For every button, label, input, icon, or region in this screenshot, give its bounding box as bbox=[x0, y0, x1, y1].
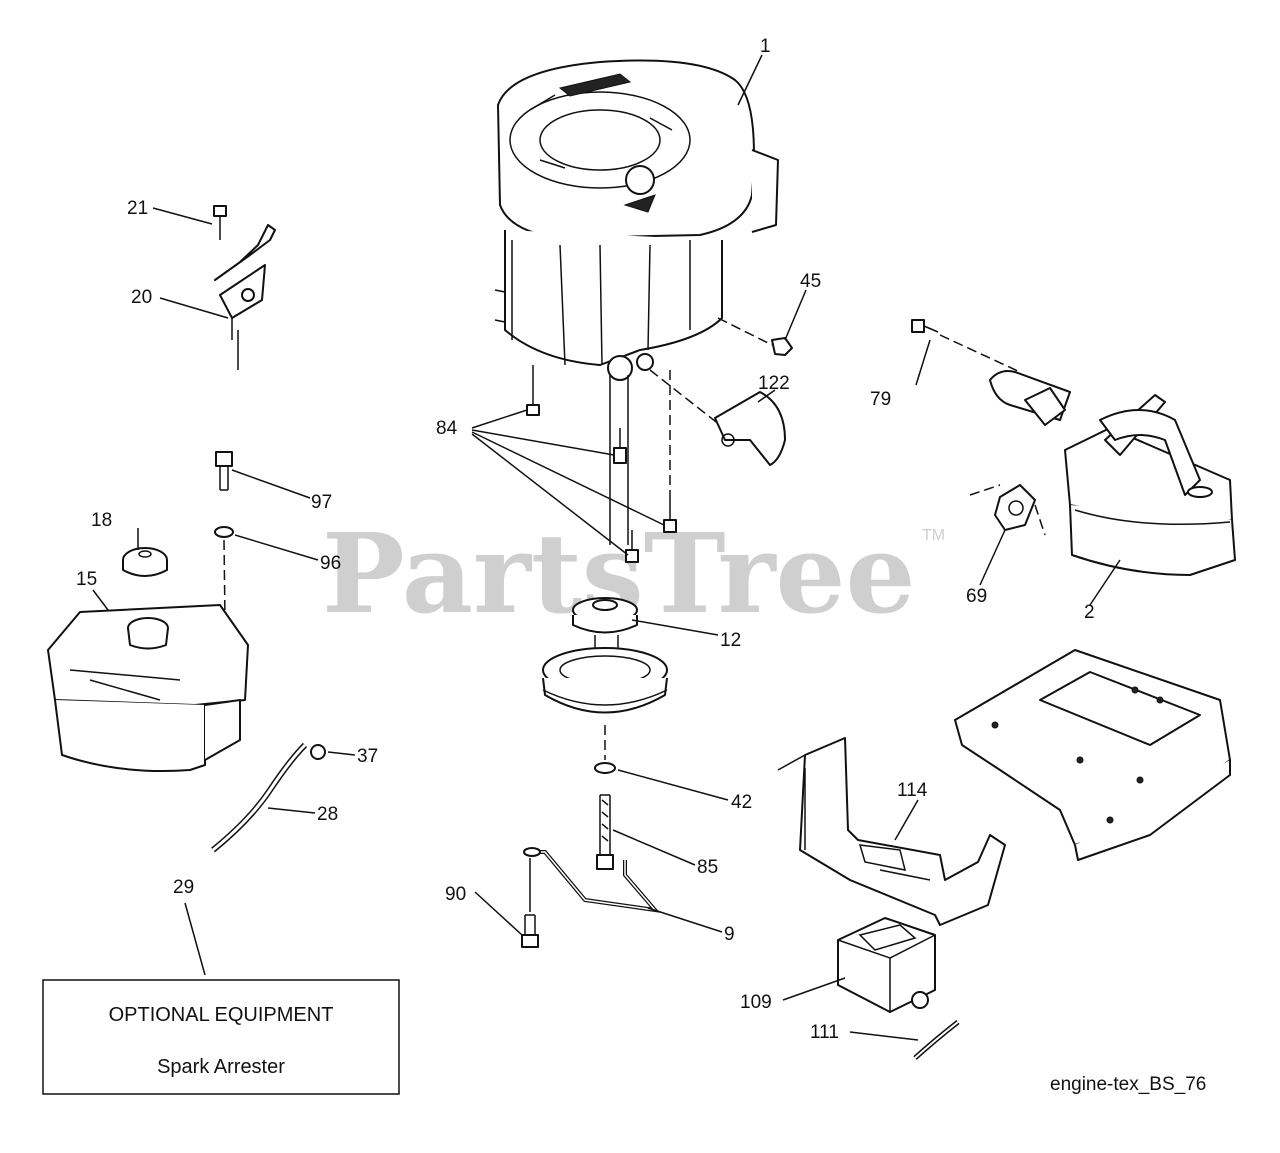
gasket bbox=[969, 484, 1046, 536]
label-20: 20 bbox=[131, 287, 152, 308]
label-122: 122 bbox=[758, 373, 790, 394]
optional-equipment-title: OPTIONAL EQUIPMENT bbox=[109, 1004, 334, 1026]
label-28: 28 bbox=[317, 804, 338, 825]
label-111: 111 bbox=[810, 1022, 839, 1043]
label-69: 69 bbox=[966, 586, 987, 607]
label-18: 18 bbox=[91, 510, 112, 531]
diagram-reference: engine-tex_BS_76 bbox=[1050, 1074, 1206, 1095]
fuel-line bbox=[211, 742, 326, 853]
fuel-tank bbox=[47, 604, 249, 772]
label-97: 97 bbox=[311, 492, 332, 513]
label-84: 84 bbox=[436, 418, 458, 439]
label-12: 12 bbox=[720, 630, 741, 651]
leader-lines bbox=[92, 54, 1121, 1041]
optional-equipment-item: Spark Arrester bbox=[157, 1056, 285, 1078]
label-96: 96 bbox=[320, 553, 341, 574]
throttle-bracket bbox=[213, 205, 276, 370]
engine-mount-plate bbox=[954, 649, 1231, 861]
muffler-bolt bbox=[911, 319, 1021, 373]
label-37: 37 bbox=[357, 746, 378, 767]
muffler bbox=[989, 370, 1236, 576]
label-45: 45 bbox=[800, 271, 821, 292]
part-labels: 1 21 20 45 122 79 84 97 18 96 15 12 69 2… bbox=[76, 36, 1095, 1043]
watermark-trademark: TM bbox=[922, 527, 945, 544]
spark-arrester bbox=[837, 917, 960, 1060]
label-1: 1 bbox=[760, 36, 771, 57]
engine-pulley bbox=[542, 597, 668, 714]
label-21: 21 bbox=[127, 198, 148, 219]
label-79: 79 bbox=[870, 389, 891, 410]
pulley-bolt-washer bbox=[594, 725, 616, 870]
label-15: 15 bbox=[76, 569, 97, 590]
rod-bracket bbox=[521, 847, 660, 948]
label-90: 90 bbox=[445, 884, 466, 905]
label-109: 109 bbox=[740, 992, 772, 1013]
heat-shield-bracket bbox=[777, 737, 1006, 926]
engine-mount-bolts bbox=[526, 365, 677, 563]
label-114: 114 bbox=[897, 780, 928, 801]
optional-equipment-box: OPTIONAL EQUIPMENT Spark Arrester bbox=[42, 979, 400, 1095]
nut-and-clip bbox=[649, 317, 793, 466]
fuel-cap bbox=[122, 547, 168, 577]
engine-block bbox=[494, 59, 779, 381]
label-2: 2 bbox=[1084, 602, 1095, 623]
label-42: 42 bbox=[731, 792, 752, 813]
label-9: 9 bbox=[724, 924, 735, 945]
label-29: 29 bbox=[173, 877, 194, 898]
label-85: 85 bbox=[697, 857, 718, 878]
